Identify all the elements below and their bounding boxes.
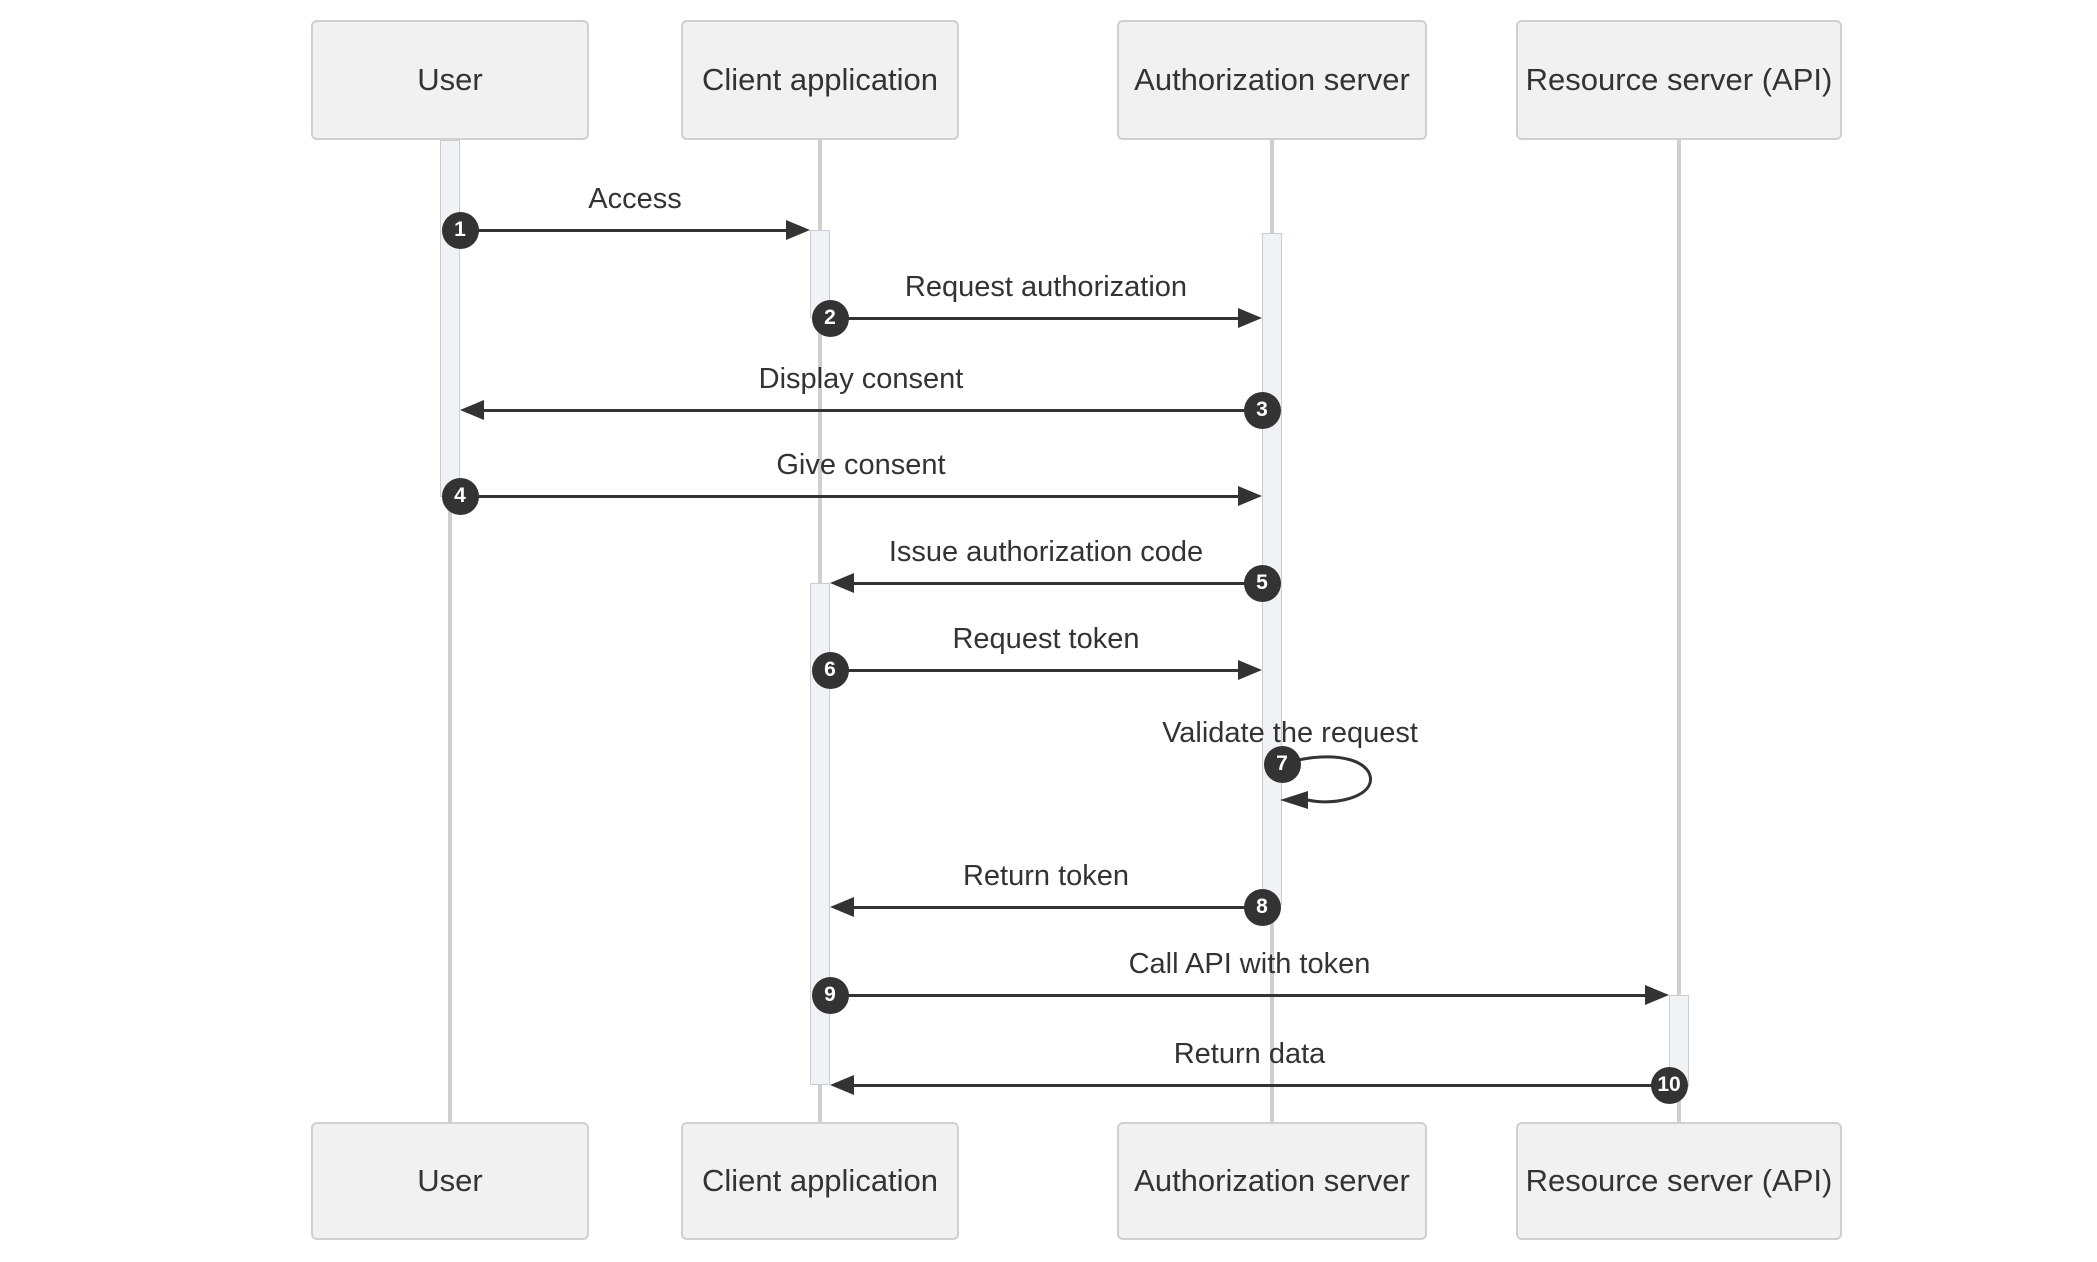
arrowhead-icon <box>830 897 854 917</box>
message-label: Call API with token <box>1128 948 1371 980</box>
message-label: Give consent <box>776 449 946 481</box>
seq-number-badge: 3 <box>1243 391 1281 429</box>
self-loop-arrow <box>1280 755 1372 809</box>
message-label: Issue authorization code <box>888 536 1204 568</box>
actor-box-top-resource: Resource server (API) <box>1516 20 1842 140</box>
arrowhead-icon <box>460 400 484 420</box>
seq-number-badge: 5 <box>1243 564 1281 602</box>
message-line <box>460 494 1242 498</box>
actor-label-client: Client application <box>701 62 939 97</box>
seq-number-badge: 10 <box>1650 1066 1688 1104</box>
seq-number-badge: 2 <box>811 299 849 337</box>
actor-box-bottom-user: User <box>311 1122 589 1240</box>
message-line <box>830 668 1242 672</box>
message-line <box>480 408 1262 412</box>
message-label: Access <box>588 183 682 215</box>
arrowhead-icon <box>1238 660 1262 680</box>
arrowhead-icon <box>786 220 810 240</box>
arrowhead-icon <box>830 573 854 593</box>
arrowhead-icon <box>1238 486 1262 506</box>
seq-number-badge: 6 <box>811 651 849 689</box>
message-label: Validate the request <box>1162 717 1418 749</box>
seq-number-badge: 7 <box>1263 745 1301 783</box>
actor-box-bottom-auth: Authorization server <box>1117 1122 1427 1240</box>
actor-box-top-auth: Authorization server <box>1117 20 1427 140</box>
actor-box-bottom-resource: Resource server (API) <box>1516 1122 1842 1240</box>
message-label: Request token <box>952 623 1140 655</box>
message-label: Return data <box>1173 1038 1326 1070</box>
actor-label-user: User <box>417 1163 483 1198</box>
actor-label-auth: Authorization server <box>1134 62 1410 97</box>
message-line <box>830 316 1242 320</box>
message-line <box>850 1083 1669 1087</box>
message-label: Return token <box>962 860 1130 892</box>
message-label: Display consent <box>758 363 964 395</box>
message-line <box>460 228 790 232</box>
lifeline-user <box>448 140 452 1122</box>
actor-label-resource: Resource server (API) <box>1525 62 1833 97</box>
lifeline-resource <box>1677 140 1681 1122</box>
seq-number-badge: 9 <box>811 976 849 1014</box>
arrowhead-icon <box>1645 985 1669 1005</box>
seq-number-badge: 8 <box>1243 888 1281 926</box>
seq-number-badge: 1 <box>441 211 479 249</box>
message-label: Request authorization <box>904 271 1188 303</box>
arrowhead-icon <box>1238 308 1262 328</box>
actor-label-client: Client application <box>701 1163 939 1198</box>
message-line <box>850 905 1262 909</box>
actor-box-top-client: Client application <box>681 20 959 140</box>
actor-label-user: User <box>417 62 483 97</box>
arrowhead-icon <box>830 1075 854 1095</box>
activation-bar-client-2 <box>810 583 830 1085</box>
actor-box-bottom-client: Client application <box>681 1122 959 1240</box>
seq-number-badge: 4 <box>441 477 479 515</box>
actor-box-top-user: User <box>311 20 589 140</box>
actor-label-resource: Resource server (API) <box>1525 1163 1833 1198</box>
message-line <box>830 993 1649 997</box>
arrowhead-icon <box>1280 791 1308 809</box>
actor-label-auth: Authorization server <box>1134 1163 1410 1198</box>
message-line <box>850 581 1262 585</box>
